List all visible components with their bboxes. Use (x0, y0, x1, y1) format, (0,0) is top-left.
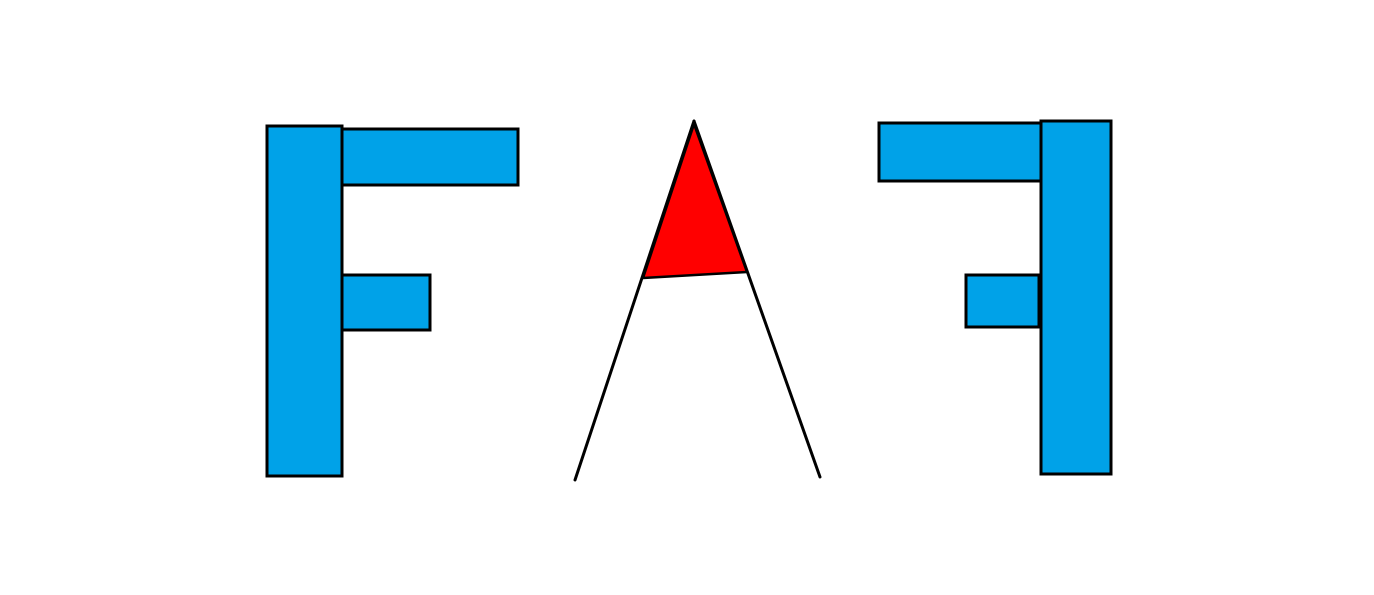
letter-a-left-leg (573, 119, 696, 482)
letter-a-right-leg (692, 119, 822, 479)
mirrored-f-top-bar (877, 121, 1043, 183)
letter-a-outline (573, 119, 822, 482)
mirrored-f-middle-bar (964, 273, 1041, 329)
letter-f (265, 124, 520, 478)
letter-f-stem (265, 124, 344, 478)
red-apex-triangle (641, 122, 749, 280)
letter-f-mirrored (877, 119, 1113, 476)
letter-f-top-bar (340, 127, 520, 187)
letter-f-middle-bar (340, 273, 432, 332)
mirrored-f-stem (1039, 119, 1113, 476)
